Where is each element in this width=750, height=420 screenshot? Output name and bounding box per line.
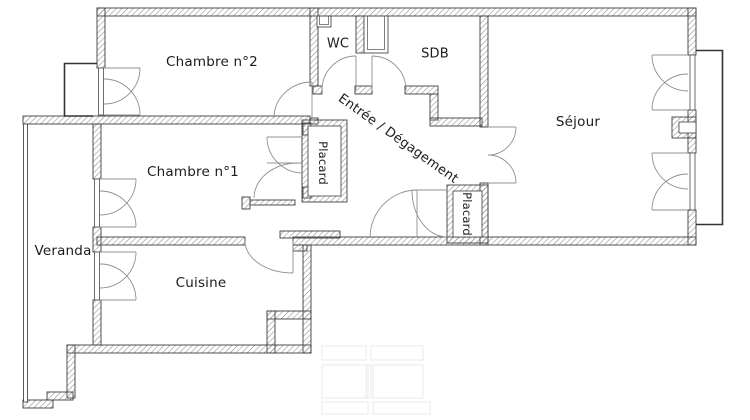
window-swing-sejour-2 [651, 152, 689, 211]
sdb-duct [363, 15, 389, 54]
window-sejour-2 [689, 152, 696, 211]
wall-sejour-left-upper [479, 15, 489, 128]
wall-wc-bottom-b [354, 85, 373, 95]
wall-veranda-right-a [92, 123, 102, 180]
window-swing-chambre1 [99, 178, 137, 228]
wall-sdb-bottom [404, 85, 439, 95]
wall-chambre2-left [96, 7, 106, 69]
room-label-chambre2: Chambre n°2 [166, 54, 258, 70]
wall-corridor-stub [241, 196, 251, 210]
door-swing-cuisine [244, 240, 294, 274]
wall-cuisine-bottom [66, 344, 312, 354]
room-label-sdb: SDB [421, 46, 449, 62]
wall-step-vertical [429, 93, 439, 121]
veranda-left-wall [23, 123, 28, 403]
window-sejour-1 [689, 54, 696, 111]
wall-cuisine-right [302, 244, 312, 354]
room-label-cuisine: Cuisine [175, 275, 227, 291]
wall-wc-sdb [355, 15, 365, 54]
wall-bottom-right [292, 236, 697, 246]
wall-bottom-step [279, 230, 341, 239]
room-label-placard-sejour: Placard [460, 192, 474, 236]
door-swing-sejour-double [487, 126, 517, 184]
wall-wc-bottom-a [312, 85, 323, 95]
door-swing-hall-double [369, 189, 448, 239]
wall-veranda-bottom-step [46, 391, 74, 401]
walls [22, 7, 697, 409]
watermark [321, 345, 431, 415]
wall-veranda-lower-right [66, 344, 76, 399]
chimney-inner [678, 121, 697, 134]
wall-veranda-right-c [92, 299, 102, 346]
window-chambre1 [94, 178, 100, 228]
window-cuisine [94, 251, 100, 301]
wall-bottom-left [96, 236, 246, 246]
window-swing-cuisine [99, 251, 137, 301]
room-label-sejour: Séjour [555, 114, 601, 130]
placard-hall-inner [307, 125, 342, 197]
door-swings [99, 54, 689, 301]
door-swing-chambre2 [273, 81, 313, 119]
room-label-placard-hall: Placard [316, 141, 330, 185]
thin-structures [23, 15, 724, 403]
wall-veranda-bottom [22, 399, 54, 409]
door-swing-sdb [371, 55, 407, 91]
window-chambre2 [98, 67, 104, 116]
loggia-outline [63, 62, 97, 117]
balcony-outline [696, 49, 724, 226]
wall-sejour-right-a [687, 7, 697, 56]
wall-top [96, 7, 697, 17]
wall-step-horizontal [429, 117, 483, 127]
wc-duct [316, 15, 332, 28]
placard-sejour-inner [452, 190, 483, 238]
wall-thin-partition [249, 199, 296, 206]
room-label-veranda: Veranda [34, 243, 92, 259]
room-label-wc: WC [326, 36, 350, 52]
wc-duct-inner [319, 15, 329, 25]
wall-chambre2-bottom [22, 115, 311, 125]
window-swing-sejour-1 [651, 54, 689, 111]
door-swing-chambre1 [253, 136, 304, 199]
room-label-chambre1: Chambre n°1 [147, 164, 239, 180]
sdb-duct-inner [367, 15, 385, 50]
window-swing-chambre2 [103, 67, 141, 116]
door-swing-wc [321, 55, 357, 91]
